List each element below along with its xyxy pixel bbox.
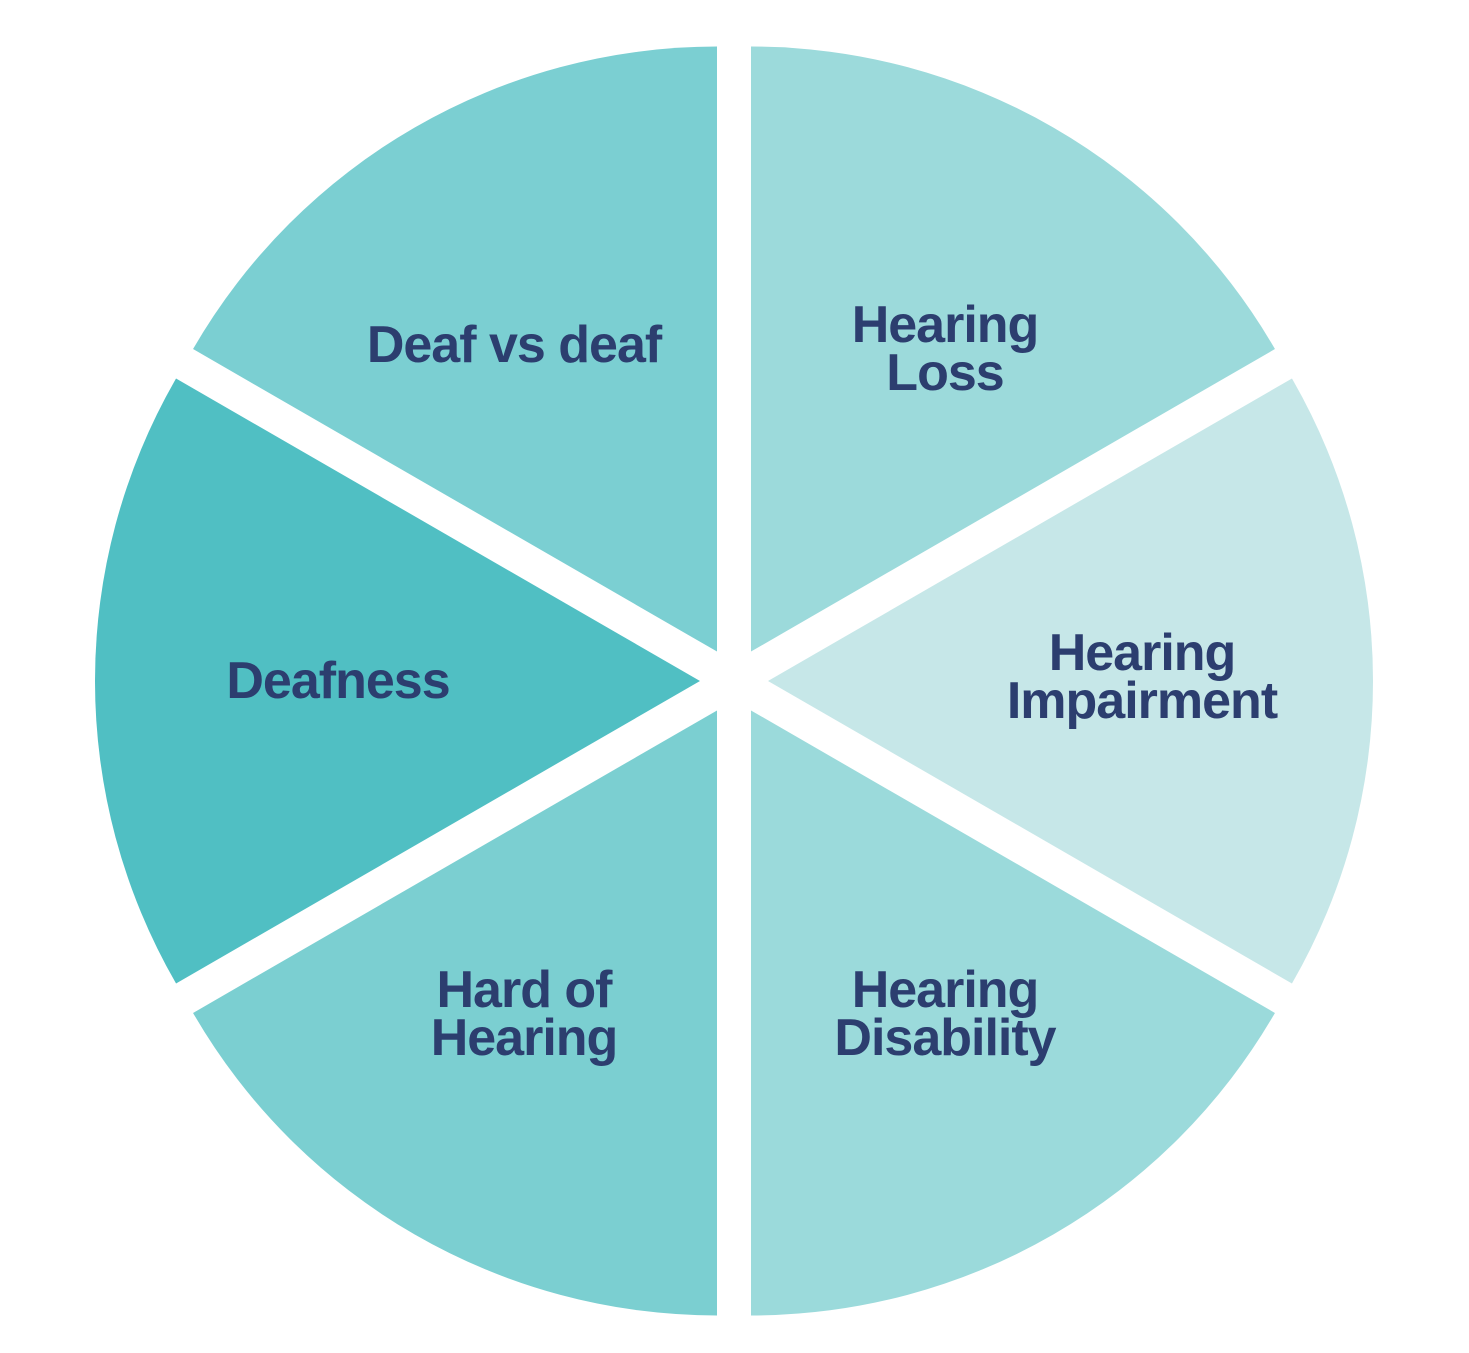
pie-slice-hard-of-hearing (193, 710, 718, 1316)
pie-slice-deaf-vs-deaf (193, 46, 718, 652)
pie-slice-deafness (94, 378, 700, 984)
pie-slice-hearing-impairment (768, 378, 1374, 984)
pie-slice-hearing-loss (751, 46, 1275, 652)
pie-slice-hearing-disability (751, 710, 1275, 1316)
